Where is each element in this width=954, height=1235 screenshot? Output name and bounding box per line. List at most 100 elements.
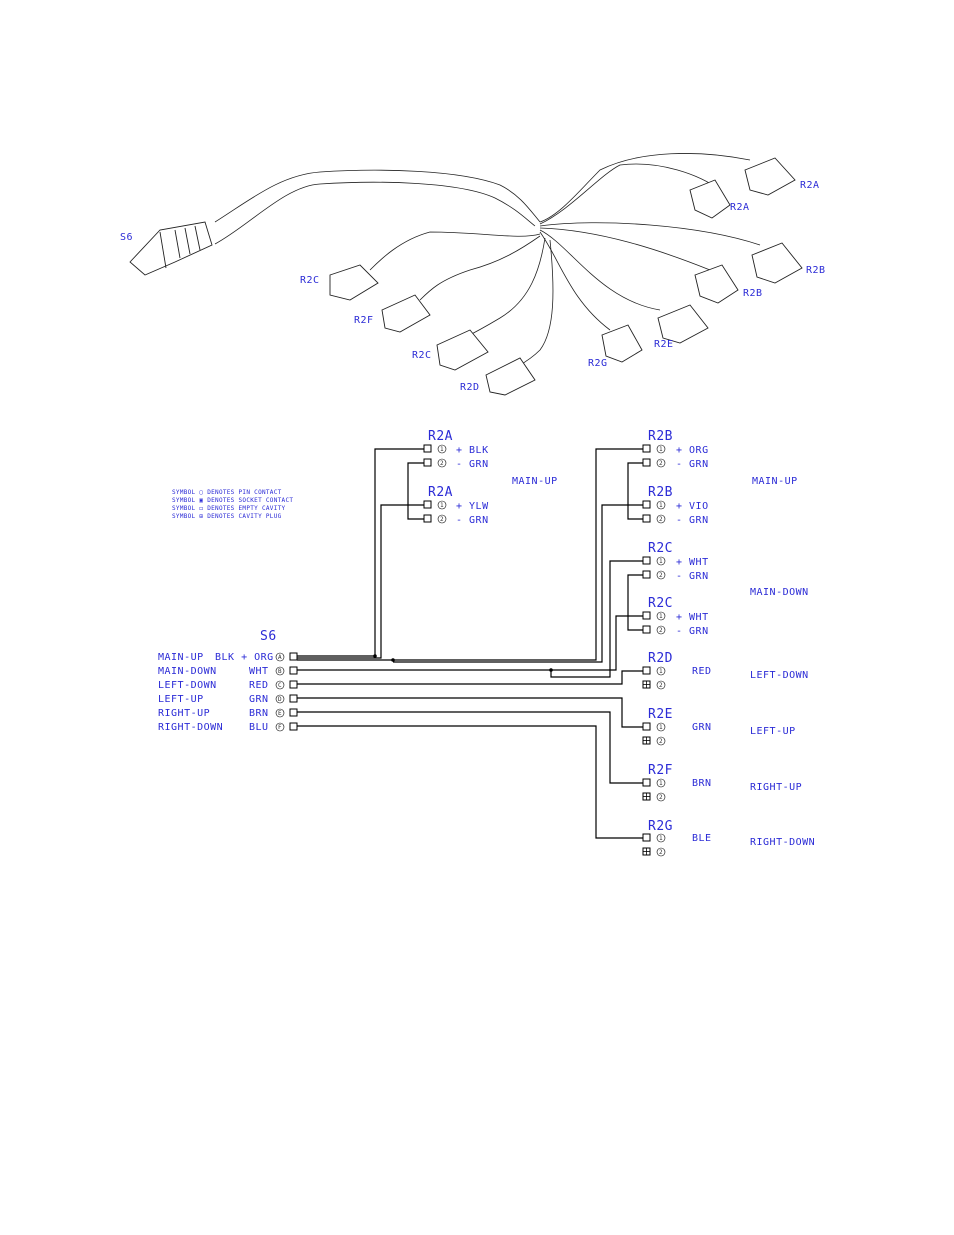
r2c-pin-circle xyxy=(656,625,666,635)
s6-func-main-down: MAIN-DOWN xyxy=(158,666,217,677)
harness-label-r2b-2: R2B xyxy=(743,288,763,299)
harness-label-r2d: R2D xyxy=(460,382,480,393)
r2a-pin-circle xyxy=(437,514,447,524)
wire-main-up-r2b-2 xyxy=(393,504,643,663)
s6-func-main-up: MAIN-UP xyxy=(158,652,204,663)
wire-main-up-r2a-2 xyxy=(297,504,424,659)
r2b-1-pin1-color: + ORG xyxy=(676,445,709,456)
wire-r2a-ground xyxy=(407,462,424,520)
r2a-contact xyxy=(423,444,432,453)
r2a-connector-drawing-2 xyxy=(689,179,731,219)
r2f-pin-number: 1 xyxy=(659,780,663,787)
r2g-wire-color: BLE xyxy=(692,833,712,844)
wire-left-up-r2e xyxy=(297,697,643,728)
s6-pin-letter: A xyxy=(278,654,282,661)
r2e-wire-color: GRN xyxy=(692,722,712,733)
r2f-pin-number: 2 xyxy=(659,794,663,801)
harness-label-r2a-2: R2A xyxy=(730,202,750,213)
r2a-pin-circle xyxy=(437,500,447,510)
harness-label-r2f: R2F xyxy=(354,315,374,326)
r2b-pin-circle xyxy=(656,444,666,454)
s6-func-right-down: RIGHT-DOWN xyxy=(158,722,223,733)
legend-line: SYMBOL ▣ DENOTES SOCKET CONTACT xyxy=(172,497,293,504)
r2f-title: R2F xyxy=(648,763,673,778)
wire-r2c-ground xyxy=(627,574,643,631)
harness-label-r2e: R2E xyxy=(654,339,674,350)
r2c-pin-number: 1 xyxy=(659,613,663,620)
r2b-title-1: R2B xyxy=(648,429,673,444)
r2b-connector-drawing-1 xyxy=(751,242,803,284)
r2e-pin-circle xyxy=(656,736,666,746)
r2d-pin-circle xyxy=(656,666,666,676)
r2c-connector-drawing-2 xyxy=(436,329,489,371)
symbol-legend: SYMBOL ▢ DENOTES PIN CONTACT SYMBOL ▣ DE… xyxy=(172,489,293,520)
s6-connector-drawing xyxy=(129,221,213,276)
r2d-schematic: R2D 1 2 RED LEFT-DOWN xyxy=(642,651,809,690)
r2b-contact xyxy=(642,514,651,523)
r2g-function: RIGHT-DOWN xyxy=(750,837,815,848)
s6-color-left-down: RED xyxy=(249,680,269,691)
s6-contact xyxy=(289,708,298,717)
r2c-2-pin1-color: + WHT xyxy=(676,612,709,623)
r2a-2-pin1-color: + YLW xyxy=(456,501,489,512)
s6-pin-letter: E xyxy=(278,710,282,717)
r2d-title: R2D xyxy=(648,651,673,666)
harness-label-s6: S6 xyxy=(120,232,133,243)
harness-illustration: S6 R2C R2F R2C R2D R2A R2A R2B R2B R2E R… xyxy=(120,153,825,396)
r2b-contact xyxy=(642,500,651,509)
s6-contact xyxy=(289,666,298,675)
s6-func-left-down: LEFT-DOWN xyxy=(158,680,217,691)
r2c-pin-circle xyxy=(656,611,666,621)
r2c-schematic: R2C 1 + WHT 2 - GRN R2C 1 + WHT 2 - GRN … xyxy=(642,541,808,637)
r2d-function: LEFT-DOWN xyxy=(750,670,809,681)
r2e-function: LEFT-UP xyxy=(750,726,796,737)
r2a-contact xyxy=(423,458,432,467)
s6-pin-circle xyxy=(275,708,285,718)
r2a-title-1: R2A xyxy=(428,429,453,444)
r2b-pin-number: 2 xyxy=(659,460,663,467)
s6-schematic: S6 MAIN-UP BLK + ORG A MAIN-DOWN WHT B L… xyxy=(158,629,298,733)
s6-color-right-up: BRN xyxy=(249,708,269,719)
s6-func-left-up: LEFT-UP xyxy=(158,694,204,705)
r2b-contact xyxy=(642,444,651,453)
r2g-schematic: R2G 1 2 BLE RIGHT-DOWN xyxy=(642,819,815,857)
r2e-pin-circle xyxy=(656,722,666,732)
harness-trunk xyxy=(214,181,536,245)
r2b-2-pin2-color: - GRN xyxy=(676,515,709,526)
s6-pin-letter: F xyxy=(278,724,282,731)
r2b-pin-circle xyxy=(656,514,666,524)
s6-title: S6 xyxy=(260,629,277,644)
s6-contact xyxy=(289,694,298,703)
r2a-title-2: R2A xyxy=(428,485,453,500)
r2b-2-pin1-color: + VIO xyxy=(676,501,709,512)
s6-pin-letter: C xyxy=(278,682,282,689)
s6-color-main-up: BLK + ORG xyxy=(215,652,274,663)
r2a-function: MAIN-UP xyxy=(512,476,558,487)
r2f-wire-color: BRN xyxy=(692,778,712,789)
wire-right-up-r2f xyxy=(297,711,643,784)
r2c-title-2: R2C xyxy=(648,596,673,611)
r2a-pin-number: 1 xyxy=(440,446,444,453)
r2b-function: MAIN-UP xyxy=(752,476,798,487)
s6-func-right-up: RIGHT-UP xyxy=(158,708,210,719)
r2b-connector-drawing-2 xyxy=(694,264,739,304)
r2f-schematic: R2F 1 2 BRN RIGHT-UP xyxy=(642,763,802,802)
r2e-schematic: R2E 1 2 GRN LEFT-UP xyxy=(642,707,796,746)
s6-pin-letter: D xyxy=(278,696,282,703)
r2g-contact xyxy=(642,833,651,842)
r2c-pin-circle xyxy=(656,556,666,566)
r2c-1-pin1-color: + WHT xyxy=(676,557,709,568)
r2c-pin-number: 2 xyxy=(659,627,663,634)
r2b-contact xyxy=(642,458,651,467)
r2d-pin-number: 2 xyxy=(659,682,663,689)
s6-pin-circle xyxy=(275,694,285,704)
r2c-contact xyxy=(642,611,651,620)
r2c-pin-circle xyxy=(656,570,666,580)
r2a-pin-number: 2 xyxy=(440,460,444,467)
r2f-function: RIGHT-UP xyxy=(750,782,802,793)
r2g-pin-circle xyxy=(656,833,666,843)
harness-label-r2c-2: R2C xyxy=(412,350,432,361)
wire-main-up-r2b-1 xyxy=(393,448,643,661)
r2d-wire-color: RED xyxy=(692,666,712,677)
